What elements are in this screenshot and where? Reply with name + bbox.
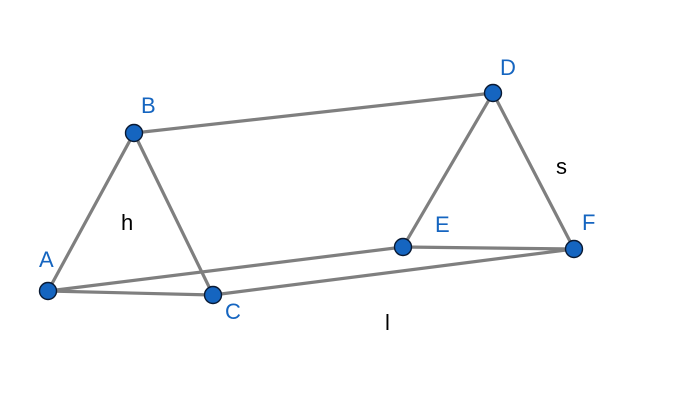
- edge-bc: [132, 131, 215, 297]
- edge-bd: [132, 91, 495, 135]
- point-a: [38, 281, 58, 301]
- edge-ab: [46, 131, 136, 293]
- point-labels-group: A B C D E F: [39, 55, 595, 324]
- edge-df: [491, 91, 576, 251]
- edges-group: [46, 91, 576, 297]
- point-label-c: C: [225, 299, 241, 324]
- side-label-s: s: [556, 154, 567, 179]
- point-e: [393, 237, 413, 257]
- point-f: [564, 239, 584, 259]
- point-label-d: D: [500, 55, 516, 80]
- edge-cf: [211, 247, 576, 297]
- edge-ae: [46, 245, 405, 293]
- point-label-b: B: [141, 93, 156, 118]
- edge-ef: [401, 245, 576, 251]
- edge-de: [401, 91, 495, 249]
- point-d: [483, 83, 503, 103]
- point-c: [203, 285, 223, 305]
- height-label-h: h: [121, 210, 133, 235]
- points-group: [38, 83, 584, 305]
- point-label-f: F: [582, 210, 595, 235]
- edge-ac: [46, 289, 215, 297]
- length-label-l: l: [385, 310, 390, 335]
- point-b: [124, 123, 144, 143]
- point-label-e: E: [435, 212, 450, 237]
- point-label-a: A: [39, 247, 54, 272]
